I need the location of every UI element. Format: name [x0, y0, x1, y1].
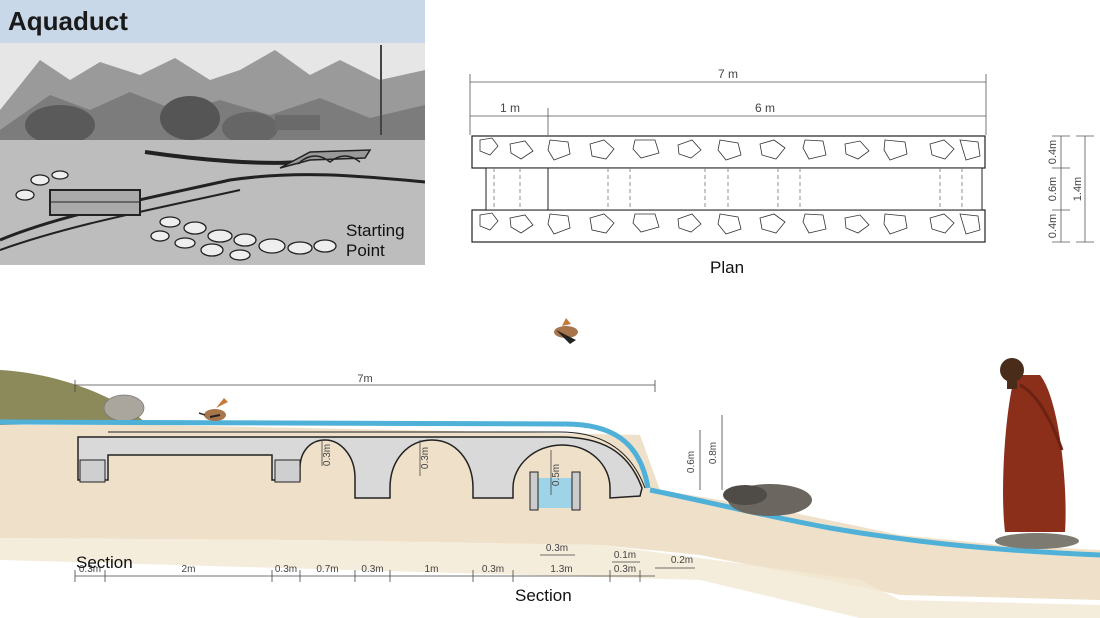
- caption-line-2: Point: [346, 241, 385, 260]
- section-label-bottom: Section: [515, 586, 572, 605]
- section-bottom-dims: 0.3m 2m 0.3m 0.7m 0.3m 1m 0.3m 1.3m 0.3m: [74, 564, 641, 582]
- plan-dim-side-a: 0.4m: [1047, 140, 1059, 164]
- water-top: [0, 419, 651, 489]
- hoopoe-bird-flying-icon: [554, 318, 578, 344]
- section-bottom-dim-5: 1m: [425, 564, 439, 575]
- plan-label: Plan: [710, 258, 745, 277]
- rock: [103, 394, 145, 422]
- plan-dim-left: 1 m: [500, 101, 520, 115]
- section-upper-dim-2: 0.1m: [614, 550, 636, 561]
- section-bottom-dim-1: 2m: [182, 564, 196, 575]
- section-dim-wall-h: 0.6m: [686, 451, 697, 473]
- plan-dim-total: 7 m: [718, 67, 738, 81]
- section-bottom-dim-6: 0.3m: [482, 564, 504, 575]
- section-label: Section: [76, 553, 133, 572]
- page-title: Aquaduct: [8, 6, 128, 36]
- hoopoe-bird-icon: [198, 398, 228, 421]
- section-dim-top: 7m: [357, 373, 372, 385]
- section-bottom-dim-0: 0.3m: [79, 564, 101, 575]
- section-bottom-dim-3: 0.7m: [316, 564, 338, 575]
- plan-dim-right: 6 m: [755, 101, 775, 115]
- section-bottom-dim-8: 0.3m: [614, 564, 636, 575]
- plan-channel: [485, 167, 983, 211]
- section-dim-wall-h2: 0.8m: [708, 442, 719, 464]
- plan-drawing: 7 m 1 m 6 m 0.4m 0.6m: [469, 67, 1094, 243]
- caption-line-1: Starting: [346, 221, 405, 240]
- section-dim-arch-h1b: 0.3m: [420, 447, 431, 469]
- section-bottom-dim-2: 0.3m: [275, 564, 297, 575]
- section-upper-dim-1: 0.3m: [546, 543, 568, 554]
- photo-sketch: [0, 40, 425, 265]
- plan-dim-side-b: 0.6m: [1047, 177, 1059, 201]
- starting-point-photo: Aquaduct Starting Point: [0, 0, 425, 265]
- monk-figure: [995, 358, 1079, 549]
- section-upper-dim-3: 0.2m: [671, 555, 693, 566]
- plan-dim-side-c: 0.4m: [1047, 214, 1059, 238]
- plan-dim-side-total: 1.4m: [1072, 177, 1084, 201]
- starting-point-caption: Starting Point: [346, 221, 425, 261]
- water-stream: [649, 487, 1100, 558]
- section-dim-arch-h2: 0.5m: [551, 464, 562, 486]
- section-dim-arch-h1: 0.3m: [322, 444, 333, 466]
- title-bar: [0, 0, 425, 43]
- arch-water: [535, 478, 575, 508]
- section-bottom-dim-7: 1.3m: [550, 564, 572, 575]
- section-bottom-dim-4: 0.3m: [361, 564, 383, 575]
- aqueduct-structure: [77, 436, 643, 499]
